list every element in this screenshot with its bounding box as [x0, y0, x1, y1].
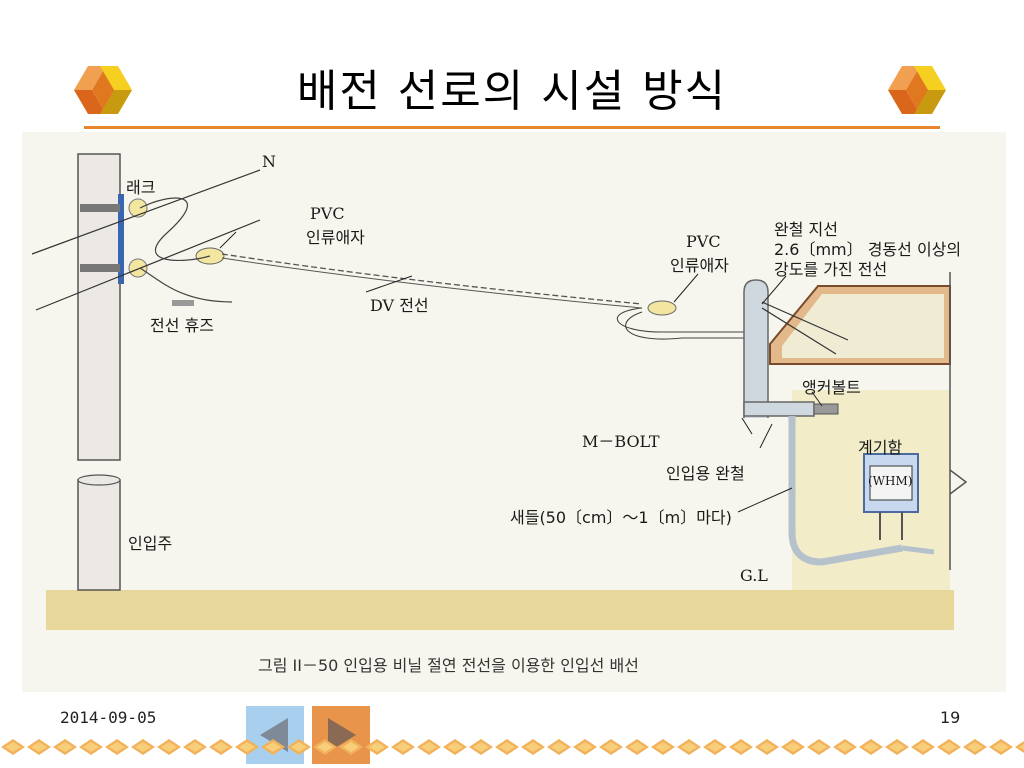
label-anchor-bolt: 앵커볼트 — [802, 378, 861, 397]
label-pvc-right-1: PVC — [686, 232, 721, 251]
label-neutral: N — [262, 152, 276, 171]
label-entry-pole: 인입주 — [128, 534, 173, 553]
cube-ornament-icon — [888, 66, 946, 114]
label-rack: 래크 — [126, 178, 156, 197]
label-pvc-left-1: PVC — [310, 204, 345, 223]
label-saddle: 새들(50〔cm〕～1〔m〕마다) — [510, 508, 732, 527]
figure-caption: 그림 II－50 인입용 비닐 절연 전선을 이용한 인입선 배선 — [258, 656, 639, 675]
label-guy-1: 완철 지선 — [774, 220, 838, 239]
entry-pole-lower — [77, 479, 121, 591]
label-whm: (WHM) — [868, 474, 913, 488]
label-meter-box: 계기함 — [858, 438, 903, 457]
label-pvc-left-2: 인류애자 — [306, 228, 365, 247]
label-dv-wire: DV 전선 — [370, 296, 429, 315]
label-guy-2: 2.6〔mm〕 경동선 이상의 — [774, 240, 962, 259]
cube-ornament-icon — [74, 66, 132, 114]
label-ground-line: G.L — [740, 566, 768, 585]
rack — [118, 194, 124, 284]
diagram-drawing — [31, 153, 968, 630]
dv-wire — [221, 253, 643, 305]
title-underline — [84, 126, 940, 129]
ground-band — [46, 590, 954, 630]
slide-date: 2014-09-05 — [60, 708, 157, 727]
label-guy-3: 강도를 가진 전선 — [774, 260, 888, 279]
diamond-band — [0, 736, 1024, 758]
entry-pole-upper — [77, 153, 121, 461]
label-m-bolt: M－BOLT — [582, 432, 660, 451]
neutral-line — [31, 169, 261, 255]
label-wire-fuse: 전선 휴즈 — [150, 316, 214, 335]
slide-title: 배전 선로의 시설 방식 — [296, 66, 728, 117]
page-number: 19 — [940, 708, 961, 727]
service-drop-diagram: N 래크 PVC 인류애자 전선 휴즈 DV 전선 PVC 인류애자 완철 지선… — [22, 132, 1006, 692]
label-pvc-right-2: 인류애자 — [670, 256, 729, 275]
entry-bracket — [743, 279, 769, 418]
service-conduit — [788, 416, 903, 566]
label-entry-bracket: 인입용 완철 — [666, 464, 745, 483]
phase-line — [35, 219, 261, 311]
